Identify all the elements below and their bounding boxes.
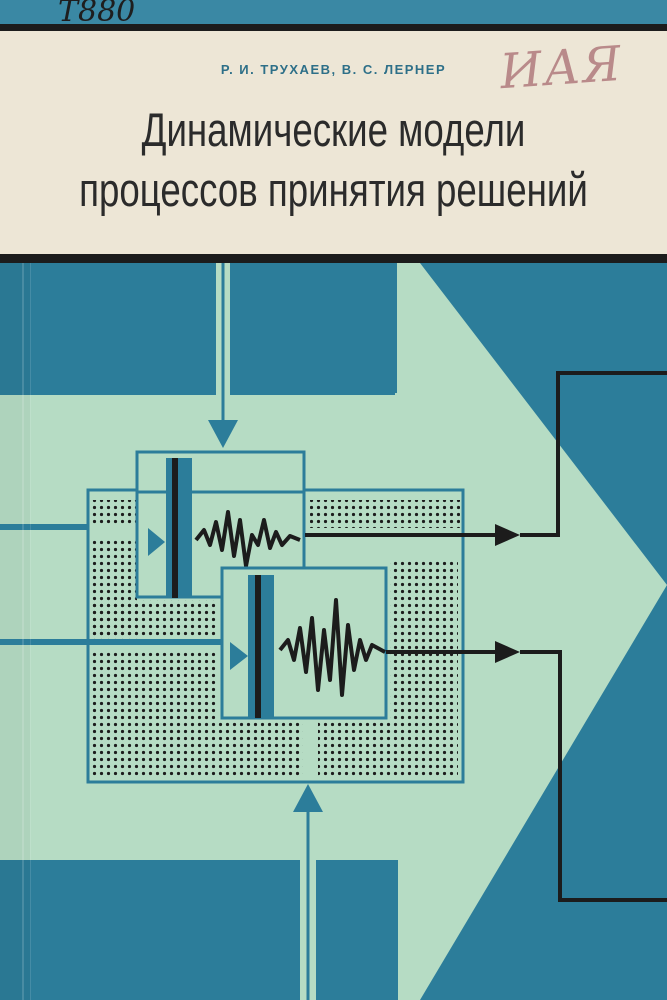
title-band	[0, 30, 667, 260]
book-title: Динамические модели процессов принятия р…	[73, 100, 593, 220]
signal-wave-icon	[194, 510, 301, 568]
up-arrow-icon	[293, 784, 323, 812]
bottom-rule	[0, 254, 667, 263]
right-arrow-icon-2	[495, 641, 520, 663]
signal-wave-icon-2	[278, 598, 386, 697]
authors: Р. И. ТРУХАЕВ, В. С. ЛЕРНЕР	[220, 62, 447, 77]
title-line-2: процессов принятия решений	[79, 163, 588, 216]
top-rule	[0, 24, 667, 31]
triangle-icon-2	[230, 642, 248, 670]
triangle-icon	[148, 528, 165, 556]
down-arrow-icon	[208, 420, 238, 448]
right-arrow-icon	[495, 524, 520, 546]
cover-illustration	[0, 263, 667, 1000]
title-line-1: Динамические модели	[141, 103, 526, 156]
